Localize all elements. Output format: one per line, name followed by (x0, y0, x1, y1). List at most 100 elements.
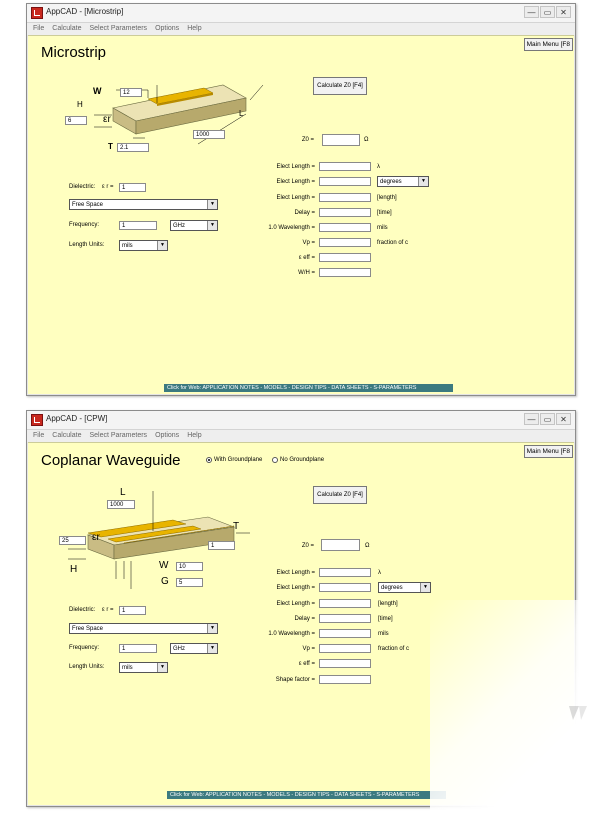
wavelength-unit: mils (377, 225, 388, 231)
title-bar[interactable]: AppCAD - [Microstrip] — ▭ ✕ (27, 4, 575, 23)
er-label: ε r = (102, 607, 114, 613)
substrate-side (135, 97, 247, 135)
web-links-banner[interactable]: Click for Web: APPLICATION NOTES - MODEL… (164, 384, 453, 392)
length-units-value: mils (122, 243, 133, 249)
close-button[interactable]: ✕ (556, 413, 571, 425)
er-input[interactable]: 1 (119, 606, 146, 615)
menu-bar: File Calculate Select Parameters Options… (27, 430, 575, 442)
eps-eff-label: ε eff = (298, 661, 315, 667)
w-input[interactable]: 12 (120, 88, 142, 97)
maximize-button[interactable]: ▭ (540, 413, 555, 425)
elect-length-degrees-label: Elect Length = (276, 585, 315, 591)
l-dimension-label: L (239, 109, 244, 118)
minimize-button[interactable]: — (524, 413, 539, 425)
dielectric-material-value: Free Space (72, 202, 104, 208)
center-trace (107, 525, 202, 543)
g-input[interactable]: 5 (176, 578, 203, 587)
frequency-unit-select[interactable]: GHz ▼ (170, 643, 218, 654)
g-dimension-label: G (161, 576, 169, 587)
t-input[interactable]: 2.1 (117, 143, 149, 152)
eps-eff-label: ε eff = (298, 255, 315, 261)
chevron-down-icon: ▼ (420, 583, 430, 592)
frequency-unit-select[interactable]: GHz ▼ (170, 220, 218, 231)
chevron-down-icon: ▼ (157, 241, 167, 250)
main-menu-button[interactable]: Main Menu [F8 (523, 38, 573, 51)
menu-options[interactable]: Options (155, 25, 180, 32)
time-unit: [time] (377, 210, 392, 216)
menu-file[interactable]: File (33, 25, 45, 32)
t-input[interactable]: 1 (208, 541, 235, 550)
web-links-banner[interactable]: Click for Web: APPLICATION NOTES - MODEL… (167, 791, 446, 799)
lambda-unit: λ (378, 570, 381, 576)
h-dimension-label: H (77, 100, 83, 109)
angle-unit-select[interactable]: degrees ▼ (378, 582, 431, 593)
delay-label: Delay = (294, 210, 315, 216)
h-input[interactable]: 25 (59, 536, 86, 545)
delay-output (319, 208, 371, 217)
angle-unit-select[interactable]: degrees ▼ (377, 176, 429, 187)
er-symbol: εr (103, 114, 111, 125)
wavelength-label: 1.0 Wavelength = (268, 225, 315, 231)
z0-unit: Ω (364, 137, 369, 143)
eps-eff-output (319, 659, 371, 668)
menu-calculate[interactable]: Calculate (52, 432, 82, 439)
dielectric-material-select[interactable]: Free Space ▼ (69, 199, 218, 210)
z0-output (321, 539, 360, 551)
length-units-select[interactable]: mils ▼ (119, 662, 168, 673)
chevron-down-icon: ▼ (207, 624, 217, 633)
calculate-z0-button[interactable]: Calculate Z0 [F4] (313, 77, 367, 95)
elect-length-degrees-output (319, 177, 371, 186)
w-input[interactable]: 10 (176, 562, 203, 571)
length-unit: [length] (377, 195, 397, 201)
dielectric-material-select[interactable]: Free Space ▼ (69, 623, 218, 634)
menu-options[interactable]: Options (155, 432, 180, 439)
shape-factor-output (319, 675, 371, 684)
maximize-button[interactable]: ▭ (540, 6, 555, 18)
l-input[interactable]: 1000 (193, 130, 225, 139)
vp-output (319, 238, 371, 247)
minimize-button[interactable]: — (524, 6, 539, 18)
calculate-z0-button[interactable]: Calculate Z0 [F4] (313, 486, 367, 504)
form-area: Main Menu [F8 Microstrip W 12 H 6 εr T 2… (28, 35, 574, 394)
length-units-select[interactable]: mils ▼ (119, 240, 168, 251)
l-input[interactable]: 1000 (107, 500, 135, 509)
elect-length-lambda-output (319, 162, 371, 171)
elect-length-lambda-label: Elect Length = (276, 164, 315, 170)
menu-calculate[interactable]: Calculate (52, 25, 82, 32)
elect-length-degrees-label: Elect Length = (276, 179, 315, 185)
main-menu-button[interactable]: Main Menu [F8 (523, 445, 573, 458)
elect-length-physical-output (319, 193, 371, 202)
with-groundplane-option[interactable]: With Groundplane (206, 457, 262, 463)
menu-help[interactable]: Help (187, 25, 202, 32)
title-bar[interactable]: AppCAD - [CPW] — ▭ ✕ (27, 411, 575, 430)
menu-file[interactable]: File (33, 432, 45, 439)
watermark-logo (569, 706, 587, 720)
frequency-label: Frequency: (69, 222, 100, 228)
l-dimension-label: L (120, 487, 126, 498)
cpw-window: AppCAD - [CPW] — ▭ ✕ File Calculate Sele… (26, 410, 576, 807)
menu-select-parameters[interactable]: Select Parameters (89, 25, 148, 32)
chevron-down-icon: ▼ (418, 177, 428, 186)
length-units-label: Length Units: (69, 664, 105, 670)
z0-output (322, 134, 360, 146)
h-input[interactable]: 6 (65, 116, 87, 125)
close-button[interactable]: ✕ (556, 6, 571, 18)
length-units-label: Length Units: (69, 242, 105, 248)
menu-select-parameters[interactable]: Select Parameters (89, 432, 148, 439)
menu-help[interactable]: Help (187, 432, 202, 439)
window-title: AppCAD - [CPW] (46, 414, 108, 423)
frequency-input[interactable]: 1 (119, 221, 157, 230)
angle-unit-value: degrees (381, 585, 403, 591)
vp-label: Vp = (302, 646, 315, 652)
w-h-ratio-label: W/H = (298, 270, 315, 276)
wavelength-output (319, 223, 371, 232)
wavelength-unit: mils (378, 631, 389, 637)
microstrip-window: AppCAD - [Microstrip] — ▭ ✕ File Calcula… (26, 3, 576, 396)
frequency-input[interactable]: 1 (119, 644, 157, 653)
er-input[interactable]: 1 (119, 183, 146, 192)
no-groundplane-option[interactable]: No Groundplane (272, 457, 324, 463)
frequency-label: Frequency: (69, 645, 100, 651)
elect-length-physical-output (319, 599, 371, 608)
radio-unselected-icon (272, 457, 278, 463)
delay-label: Delay = (294, 616, 315, 622)
